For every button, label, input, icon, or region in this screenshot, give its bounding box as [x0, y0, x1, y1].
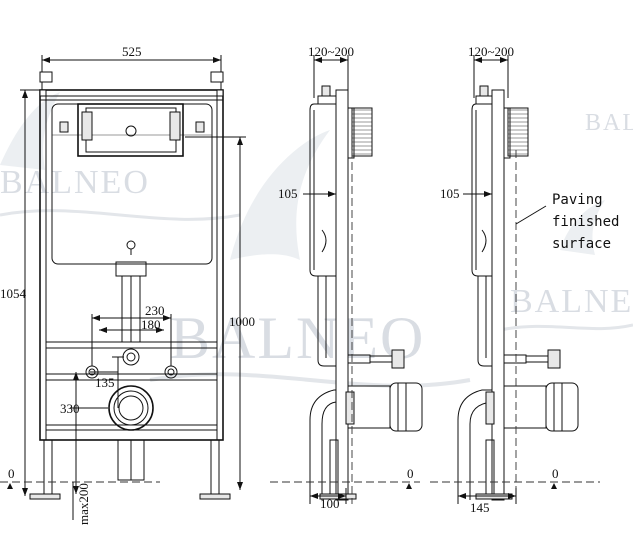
side-a-offset-label: 105 [278, 186, 298, 201]
outlet-height-label: 330 [60, 401, 80, 416]
watermark-group: BALNEO BALNEO BALNEO BALNEO [0, 92, 633, 388]
side-b-offset-label: 105 [440, 186, 460, 201]
watermark-center: BALNEO [170, 305, 425, 371]
outlet-spacing-label: 180 [141, 317, 161, 332]
side-b-zero-label: 0 [552, 466, 559, 481]
side-a-flush-ribs [351, 107, 373, 157]
side-b-flush-ribs [507, 107, 529, 157]
height-frame-label: 1054 [0, 286, 27, 301]
side-view-b: 120~200 [430, 44, 619, 515]
side-view-a: 120~200 [270, 44, 423, 511]
watermark-left: BALNEO [0, 164, 150, 201]
watermark-top-right: BALNEO [585, 110, 633, 136]
watermark-right: BALNEO [510, 283, 633, 320]
inlet-spacing-label: 230 [145, 303, 165, 318]
adjust-label: max200 [76, 483, 91, 525]
height-flush-label: 1000 [229, 314, 255, 329]
front-view: 525 [0, 44, 255, 525]
side-a-base-label: 100 [320, 496, 340, 511]
width-label: 525 [122, 44, 142, 59]
note-line-2: finished [552, 214, 619, 230]
note-line-3: surface [552, 236, 611, 252]
front-zero-label: 0 [8, 466, 15, 481]
inlet-height-label: 135 [95, 375, 115, 390]
side-b-base-label: 145 [470, 500, 490, 515]
side-a-zero-label: 0 [407, 466, 414, 481]
side-b-depth-label: 120~200 [468, 44, 514, 59]
note-line-1: Paving [552, 192, 603, 208]
side-a-depth-label: 120~200 [308, 44, 354, 59]
